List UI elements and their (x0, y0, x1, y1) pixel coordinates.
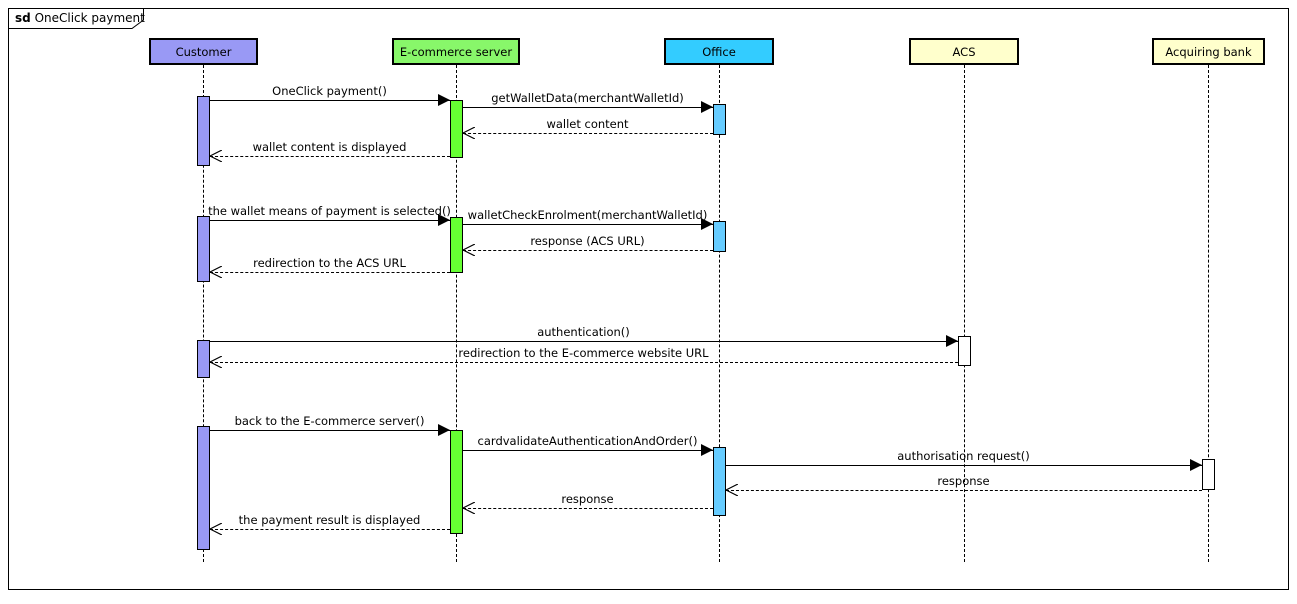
message-label-m10: redirection to the E-commerce website UR… (458, 346, 709, 360)
arrowhead-filled-m13 (1189, 459, 1202, 471)
message-label-m14: response (937, 474, 990, 488)
lifeline-head-ecommerce[interactable]: E-commerce server (392, 38, 520, 65)
message-line-m1 (209, 100, 450, 101)
message-line-m6 (462, 224, 713, 225)
message-line-m13 (725, 465, 1202, 466)
message-line-m15 (462, 508, 713, 509)
arrowhead-filled-m11 (437, 424, 450, 436)
frame-title: sd OneClick payment (15, 11, 145, 25)
message-label-m16: the payment result is displayed (238, 513, 421, 527)
frame-title-text: OneClick payment (34, 11, 145, 25)
message-line-m14 (725, 490, 1202, 491)
message-label-m13: authorisation request() (897, 449, 1030, 463)
message-line-m10 (209, 362, 958, 363)
arrowhead-filled-m2 (700, 101, 713, 113)
arrowhead-open-m10 (209, 356, 222, 368)
message-label-m8: redirection to the ACS URL (253, 256, 406, 270)
arrowhead-filled-m5 (437, 214, 450, 226)
message-line-m9 (209, 341, 958, 342)
message-label-m5: the wallet means of payment is selected(… (208, 204, 451, 218)
message-line-m3 (462, 133, 713, 134)
message-line-m4 (209, 156, 450, 157)
arrowhead-open-m7 (462, 244, 475, 256)
arrowhead-open-m4 (209, 150, 222, 162)
lifeline-stem-bank (1208, 65, 1209, 562)
activation-bar-acs (958, 336, 971, 366)
lifeline-stem-office (719, 65, 720, 562)
message-label-m9: authentication() (537, 325, 630, 339)
lifeline-stem-acs (964, 65, 965, 562)
arrowhead-open-m3 (462, 127, 475, 139)
activation-bar-ecommerce (450, 430, 463, 534)
frame-name-tab (8, 8, 144, 29)
message-line-m2 (462, 107, 713, 108)
message-line-m7 (462, 250, 713, 251)
sd-frame (8, 8, 1289, 590)
lifeline-head-bank[interactable]: Acquiring bank (1152, 38, 1265, 65)
message-label-m6: walletCheckEnrolment(merchantWalletId) (467, 208, 708, 222)
message-label-m15: response (561, 492, 614, 506)
message-label-m11: back to the E-commerce server() (234, 414, 425, 428)
activation-bar-ecommerce (450, 217, 463, 273)
message-label-m7: response (ACS URL) (530, 234, 645, 248)
frame-keyword: sd (15, 11, 31, 25)
message-line-m5 (209, 220, 450, 221)
arrowhead-open-m16 (209, 523, 222, 535)
activation-bar-ecommerce (450, 100, 463, 158)
activation-bar-customer (197, 340, 210, 378)
arrowhead-filled-m6 (700, 218, 713, 230)
message-label-m2: getWalletData(merchantWalletId) (491, 91, 684, 105)
activation-bar-customer (197, 426, 210, 550)
activation-bar-customer (197, 96, 210, 166)
message-line-m8 (209, 272, 450, 273)
activation-bar-bank (1202, 459, 1215, 490)
message-line-m16 (209, 529, 450, 530)
arrowhead-filled-m1 (437, 94, 450, 106)
lifeline-head-office[interactable]: Office (664, 38, 774, 65)
activation-bar-office (713, 447, 726, 516)
message-line-m12 (462, 450, 713, 451)
activation-bar-customer (197, 216, 210, 282)
arrowhead-filled-m12 (700, 444, 713, 456)
message-label-m4: wallet content is displayed (252, 140, 407, 154)
arrowhead-open-m15 (462, 502, 475, 514)
arrowhead-open-m14 (725, 484, 738, 496)
lifeline-head-customer[interactable]: Customer (149, 38, 258, 65)
lifeline-stem-customer (203, 65, 204, 562)
lifeline-stem-ecommerce (456, 65, 457, 562)
arrowhead-open-m8 (209, 266, 222, 278)
lifeline-head-acs[interactable]: ACS (909, 38, 1019, 65)
arrowhead-filled-m9 (945, 335, 958, 347)
message-label-m12: cardvalidateAuthenticationAndOrder() (477, 434, 698, 448)
activation-bar-office (713, 221, 726, 252)
message-label-m1: OneClick payment() (272, 84, 387, 98)
activation-bar-office (713, 104, 726, 135)
message-line-m11 (209, 430, 450, 431)
message-label-m3: wallet content (546, 117, 629, 131)
